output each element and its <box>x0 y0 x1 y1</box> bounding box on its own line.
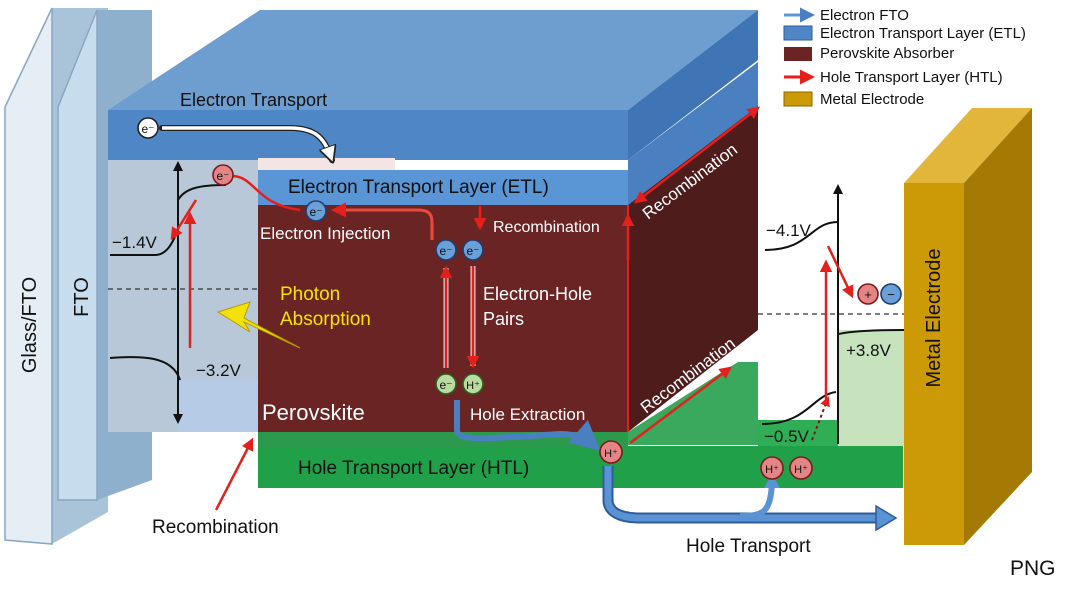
voltage-right-bottom: −0.5V <box>764 427 810 446</box>
voltage-right-top: −4.1V <box>766 221 812 240</box>
pairs-label-line1: Electron-Hole <box>483 284 592 304</box>
etl-label: Electron Transport Layer (ETL) <box>288 177 549 198</box>
legend-marker-1 <box>783 25 813 41</box>
format-tag: PNG <box>1010 557 1056 580</box>
legend: Electron FTO Electron Transport Layer (E… <box>783 7 1026 108</box>
legend-label-3: Hole Transport Layer (HTL) <box>820 69 1003 86</box>
legend-label-1: Electron Transport Layer (ETL) <box>820 25 1026 42</box>
metal-electrode-label: Metal Electrode <box>923 249 945 388</box>
hole-particle-htl <box>599 440 623 464</box>
right-charge-flow: + − <box>811 245 902 441</box>
legend-label-4: Metal Electrode <box>820 91 924 108</box>
top-etl-slab: Electron Transport <box>108 10 758 160</box>
electron-transport-flow: e⁻ <box>137 117 332 160</box>
hole-symbol-htl: H⁺ <box>604 448 618 460</box>
electron-symbol-etl: e⁻ <box>141 122 154 136</box>
electron-particle-1 <box>435 239 457 261</box>
charge-generation: Electron Injection e⁻ e⁻ e⁻ Recombinatio… <box>260 200 600 395</box>
electron-particle-pair <box>435 373 457 395</box>
photon-label-line2: Absorption <box>280 309 371 330</box>
hole-symbol-pair: H⁺ <box>466 380 480 392</box>
hole-particle-pair <box>462 373 484 395</box>
legend-label-2: Perovskite Absorber <box>820 45 954 62</box>
htl-label: Hole Transport Layer (HTL) <box>298 458 529 479</box>
hole-symbol-transport-2: H⁺ <box>794 464 808 476</box>
voltage-left-top: −1.4V <box>112 233 158 252</box>
legend-label-0: Electron FTO <box>820 7 909 24</box>
electron-particle-etl <box>137 117 159 139</box>
voltage-right-mid: +3.8V <box>846 341 892 360</box>
hole-particle-electrode <box>857 283 879 305</box>
metal-electrode: Metal Electrode <box>904 108 1032 545</box>
electron-particle-2 <box>462 239 484 261</box>
electron-particle-fto <box>212 164 234 186</box>
hole-flow: Hole Extraction H⁺ H⁺ H⁺ Hole Transport <box>454 366 898 557</box>
electron-symbol-injected: e⁻ <box>309 205 322 219</box>
hole-extraction-label: Hole Extraction <box>470 405 585 424</box>
electron-symbol-1: e⁻ <box>439 244 452 258</box>
recombination-label-bottom: Recombination <box>152 517 279 538</box>
electron-particle-injected <box>305 200 327 222</box>
pairs-label-line2: Pairs <box>483 309 524 329</box>
legend-marker-2 <box>784 47 812 61</box>
electron-transport-label: Electron Transport <box>180 90 327 110</box>
electron-symbol-2: e⁻ <box>466 244 479 258</box>
legend-marker-4 <box>783 91 813 107</box>
left-band-curves <box>109 161 301 424</box>
right-band-region <box>758 184 905 446</box>
perovskite-label: Perovskite <box>262 400 365 425</box>
recombination-label-inner: Recombination <box>493 219 600 236</box>
left-band-region <box>108 160 260 432</box>
electron-symbol-pair: e⁻ <box>439 378 452 392</box>
electron-injection-label: Electron Injection <box>260 224 390 243</box>
photon-absorption: Photon Absorption <box>216 284 371 349</box>
hole-particle-transport-2 <box>789 456 813 480</box>
hole-transport-label: Hole Transport <box>686 536 811 557</box>
plus-symbol: + <box>864 287 872 302</box>
glass-fto-label: Glass/FTO <box>19 277 41 373</box>
lightning-icon <box>216 301 301 349</box>
fto-label: FTO <box>71 277 93 317</box>
hole-particle-transport-1 <box>760 456 784 480</box>
electron-symbol-fto: e⁻ <box>216 169 229 183</box>
electron-particle-electrode <box>880 283 902 305</box>
photon-label-line1: Photon <box>280 284 340 305</box>
hole-symbol-transport-1: H⁺ <box>765 464 779 476</box>
voltage-left-bottom: −3.2V <box>196 361 242 380</box>
minus-symbol: − <box>887 287 895 302</box>
